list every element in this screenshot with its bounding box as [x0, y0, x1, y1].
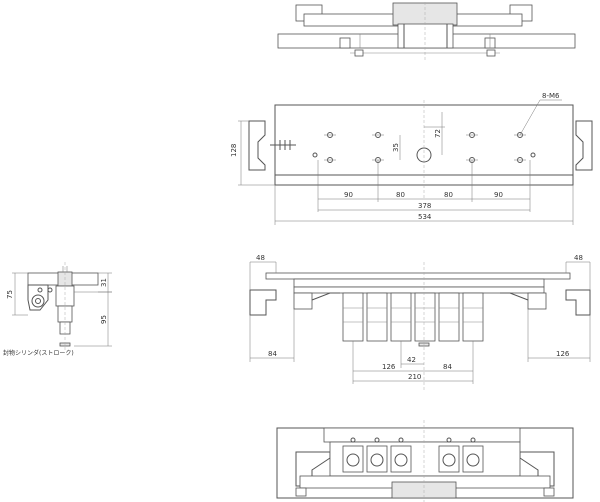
dim-95: 95	[100, 315, 108, 324]
dim-84: 84	[443, 363, 452, 371]
dim-48-left: 48	[256, 254, 265, 262]
callout-8-m6: 8-M6	[542, 92, 560, 100]
dim-90-left: 90	[344, 191, 353, 199]
dim-31: 31	[100, 278, 108, 287]
dim-80-left: 80	[396, 191, 405, 199]
dim-72: 72	[434, 129, 442, 138]
side-view: 75 31 95 封物シリンダ(ストローク)	[3, 262, 112, 357]
dim-48-right: 48	[574, 254, 583, 262]
dim-75: 75	[6, 290, 14, 299]
dim-126-right: 126	[556, 350, 570, 358]
dim-42: 42	[407, 356, 416, 364]
dim-90-right: 90	[494, 191, 503, 199]
dim-126: 126	[382, 363, 396, 371]
dim-35: 35	[392, 143, 400, 152]
dim-80-right: 80	[444, 191, 453, 199]
front-view: 8-M6 128 72 35 90 80 80 90 378 534	[230, 92, 593, 225]
dim-534: 534	[418, 213, 432, 221]
plan-view: 48 48 84 126 42 126 84 210	[249, 254, 591, 390]
bottom-cylinder-blocks	[342, 437, 484, 473]
side-note: 封物シリンダ(ストローク)	[3, 349, 74, 357]
dim-128: 128	[230, 144, 238, 157]
top-view	[277, 2, 576, 60]
dim-378: 378	[418, 202, 431, 210]
dim-210: 210	[408, 373, 421, 381]
bottom-view	[276, 420, 574, 502]
dim-84-left: 84	[268, 350, 277, 358]
cylinders	[342, 292, 484, 347]
